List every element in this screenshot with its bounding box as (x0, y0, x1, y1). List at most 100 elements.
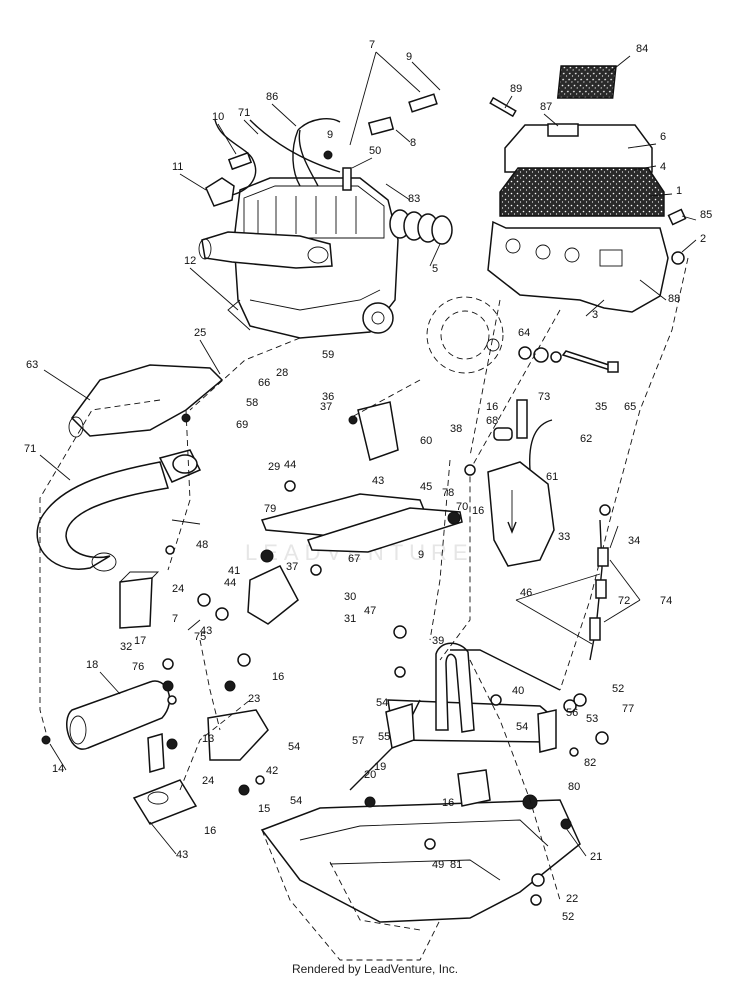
callout: 10 (212, 111, 224, 123)
grommet-85 (667, 208, 687, 226)
callout: 77 (622, 703, 634, 715)
callout: 72 (618, 595, 630, 607)
callout: 52 (562, 911, 574, 923)
callout: 20 (364, 769, 376, 781)
callout: 21 (590, 851, 602, 863)
callout: 45 (420, 481, 432, 493)
callout: 52 (612, 683, 624, 695)
callout: 13 (202, 733, 214, 745)
callout: 37 (286, 561, 298, 573)
ignition-switch-11 (205, 177, 235, 207)
steering-post-tube (435, 642, 475, 733)
callout: 76 (132, 661, 144, 673)
mount-rail-34 (307, 507, 463, 553)
callout: 78 (442, 487, 454, 499)
callout: 32 (120, 641, 132, 653)
oil-tank-body (487, 461, 555, 567)
callout: 59 (322, 349, 334, 361)
tuned-pipe-29 (36, 461, 169, 570)
fuel-lines (589, 519, 609, 661)
hardware (41, 150, 611, 906)
callout: 38 (450, 423, 462, 435)
callout: 39 (432, 635, 444, 647)
callout: 9 (406, 51, 412, 63)
callout: 7 (369, 39, 375, 51)
reference-lines (39, 257, 689, 901)
callout: 74 (660, 595, 672, 607)
callout: 58 (246, 397, 258, 409)
callout: 9 (327, 129, 333, 141)
callout: 54 (288, 741, 300, 753)
bolt-66 (561, 350, 614, 371)
heat-shield-31 (119, 577, 153, 629)
callout: 47 (364, 605, 376, 617)
callout: 11 (172, 161, 183, 173)
callout: 40 (512, 685, 524, 697)
callout: 63 (26, 359, 38, 371)
callout: 24 (202, 775, 214, 787)
callout: 43 (200, 625, 212, 637)
callout: 5 (432, 263, 438, 275)
callout: 8 (410, 137, 416, 149)
engine-crankcase (249, 289, 381, 311)
callout-labels: 84 9 7 89 87 6 86 71 10 8 4 9 50 1 11 83… (24, 39, 712, 923)
footer-credit: Rendered by LeadVenture, Inc. (291, 962, 459, 976)
callout: 60 (420, 435, 432, 447)
callout: 30 (344, 591, 356, 603)
plate-48 (247, 565, 299, 625)
callout: 79 (264, 503, 276, 515)
air-box-lid (504, 124, 653, 173)
callout: 88 (668, 293, 680, 305)
callout: 28 (276, 367, 288, 379)
callout: 16 (442, 797, 454, 809)
engine-mount-plate (227, 299, 251, 331)
callout: 80 (568, 781, 580, 793)
callout: 2 (700, 233, 706, 245)
callout: 36 (322, 391, 334, 403)
callout: 70 (456, 501, 468, 513)
callout: 61 (546, 471, 558, 483)
callout: 66 (258, 377, 270, 389)
chassis-frame (260, 642, 581, 961)
callout: 57 (352, 735, 364, 747)
callout: 1 (676, 185, 682, 197)
leader-lines (39, 51, 697, 857)
mount-upright-60 (357, 401, 399, 461)
air-box-port-3 (564, 247, 580, 263)
callout: 71 (238, 107, 250, 119)
callout: 56 (566, 707, 578, 719)
callout: 17 (134, 635, 146, 647)
air-box-filter (499, 167, 665, 217)
filter-pad-84 (556, 65, 617, 99)
spark-plug-cap (367, 116, 395, 136)
callout: 22 (566, 893, 578, 905)
side-bracket-53 (537, 709, 557, 753)
wire-71 (249, 119, 341, 173)
muffler-outlet (147, 733, 165, 773)
callout: 24 (172, 583, 184, 595)
callout: 6 (660, 131, 666, 143)
oil-line-71 (529, 419, 553, 471)
frame-hoop (450, 649, 561, 691)
callout: 68 (486, 415, 498, 427)
muffler-23 (66, 680, 171, 750)
callout: 81 (450, 859, 462, 871)
callout: 18 (86, 659, 98, 671)
callout: 73 (538, 391, 550, 403)
callout: 44 (224, 577, 236, 589)
callout: 85 (700, 209, 712, 221)
oil-tank-67 (487, 399, 555, 567)
callout: 16 (472, 505, 484, 517)
callout: 48 (196, 539, 208, 551)
callout: 15 (258, 803, 270, 815)
callout: 19 (374, 761, 386, 773)
callout: 7 (172, 613, 178, 625)
mount-plates (207, 565, 299, 761)
air-box-port-2 (535, 244, 551, 260)
callout: 29 (268, 461, 280, 473)
side-bracket-55 (385, 703, 415, 750)
callout: 3 (592, 309, 598, 321)
rear-bracket-80 (457, 769, 491, 807)
callout: 50 (369, 145, 381, 157)
plate-13 (207, 709, 269, 761)
